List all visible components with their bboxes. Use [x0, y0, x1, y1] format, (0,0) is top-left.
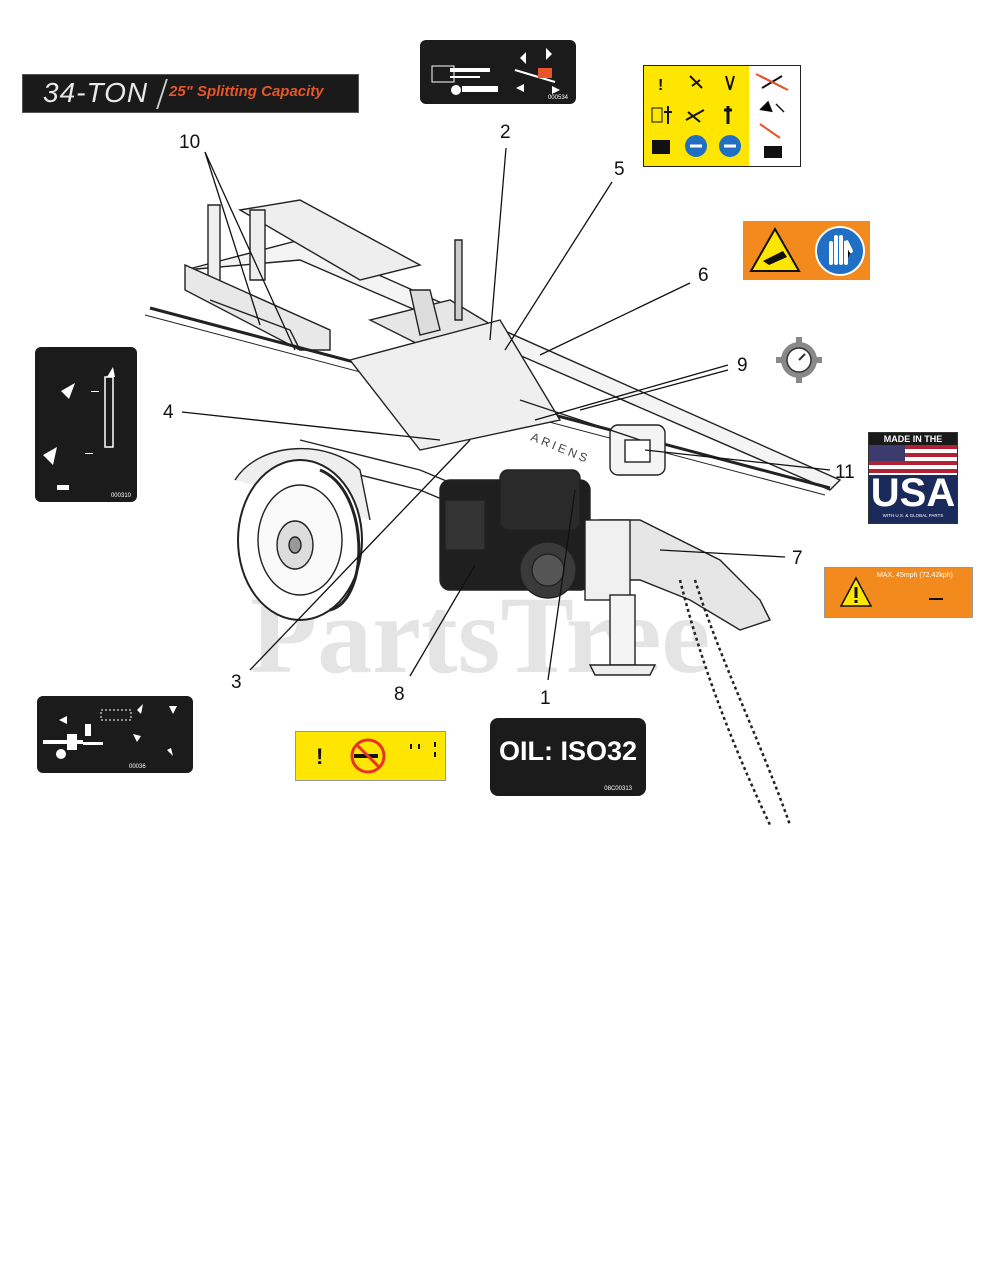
callout-10: 10 [179, 132, 200, 153]
control-decal-graphic [431, 48, 560, 95]
oil-decal: OIL: ISO32 08C00313 [490, 718, 646, 796]
tow-speed-rule [929, 598, 943, 600]
bottom-control-decal: 00036 [37, 696, 193, 773]
control-decal-code: 000534 [547, 95, 568, 101]
callout-6: 6 [698, 265, 709, 286]
callout-7: 7 [792, 548, 803, 569]
callout-1: 1 [540, 688, 551, 709]
lever-decal: 000310 [35, 347, 137, 502]
no-smoking-graphic: ! [316, 738, 436, 774]
callout-9: 9 [737, 355, 748, 376]
svg-text:!: ! [658, 77, 663, 94]
callout-11: 11 [835, 462, 855, 483]
callout-8: 8 [394, 684, 405, 705]
oil-decal-code: 08C00313 [604, 786, 632, 792]
safety-warning-icons: ! [651, 73, 789, 158]
control-decal: 000534 [420, 40, 576, 104]
glove-warning-decal [743, 221, 870, 280]
callout-4: 4 [163, 402, 174, 423]
warning-triangle-icon [839, 576, 873, 607]
usa-decal-line1: MADE IN THE [869, 433, 957, 445]
ton-decal: 34-TON 25" Splitting Capacity [22, 74, 359, 113]
ton-decal-big: 34-TON [43, 77, 149, 108]
oil-decal-label: OIL: ISO32 [498, 736, 638, 766]
tow-speed-text: MAX. 45mph (72.42kph) [877, 572, 953, 579]
tow-speed-decal: MAX. 45mph (72.42kph) [824, 567, 973, 618]
callout-3: 3 [231, 672, 242, 693]
made-in-usa-decal: MADE IN THE USA WITH U.S. & GLOBAL PARTS [868, 432, 958, 524]
svg-text:!: ! [316, 744, 323, 769]
brand-label: ARIENS [529, 430, 592, 466]
lever-decal-graphic [43, 367, 115, 490]
no-smoking-decal: ! [295, 731, 446, 781]
lever-decal-code: 000310 [110, 493, 131, 499]
bottom-control-decal-code: 00036 [129, 764, 146, 770]
ton-decal-divider [156, 79, 168, 109]
splitter-outline [144, 199, 842, 826]
usa-decal-line3: WITH U.S. & GLOBAL PARTS [882, 513, 944, 518]
usa-decal-line2: USA [870, 471, 956, 515]
safety-warning-decal: ! [643, 65, 801, 167]
bottom-control-decal-graphic [43, 704, 177, 759]
callout-2: 2 [500, 122, 511, 143]
callout-5: 5 [614, 159, 625, 180]
flag-icon [869, 445, 957, 475]
gear-icon [776, 337, 822, 383]
ton-decal-small: 25" Splitting Capacity [169, 83, 324, 100]
glove-warning-graphic [749, 226, 865, 276]
callout-leaders [181, 147, 831, 681]
